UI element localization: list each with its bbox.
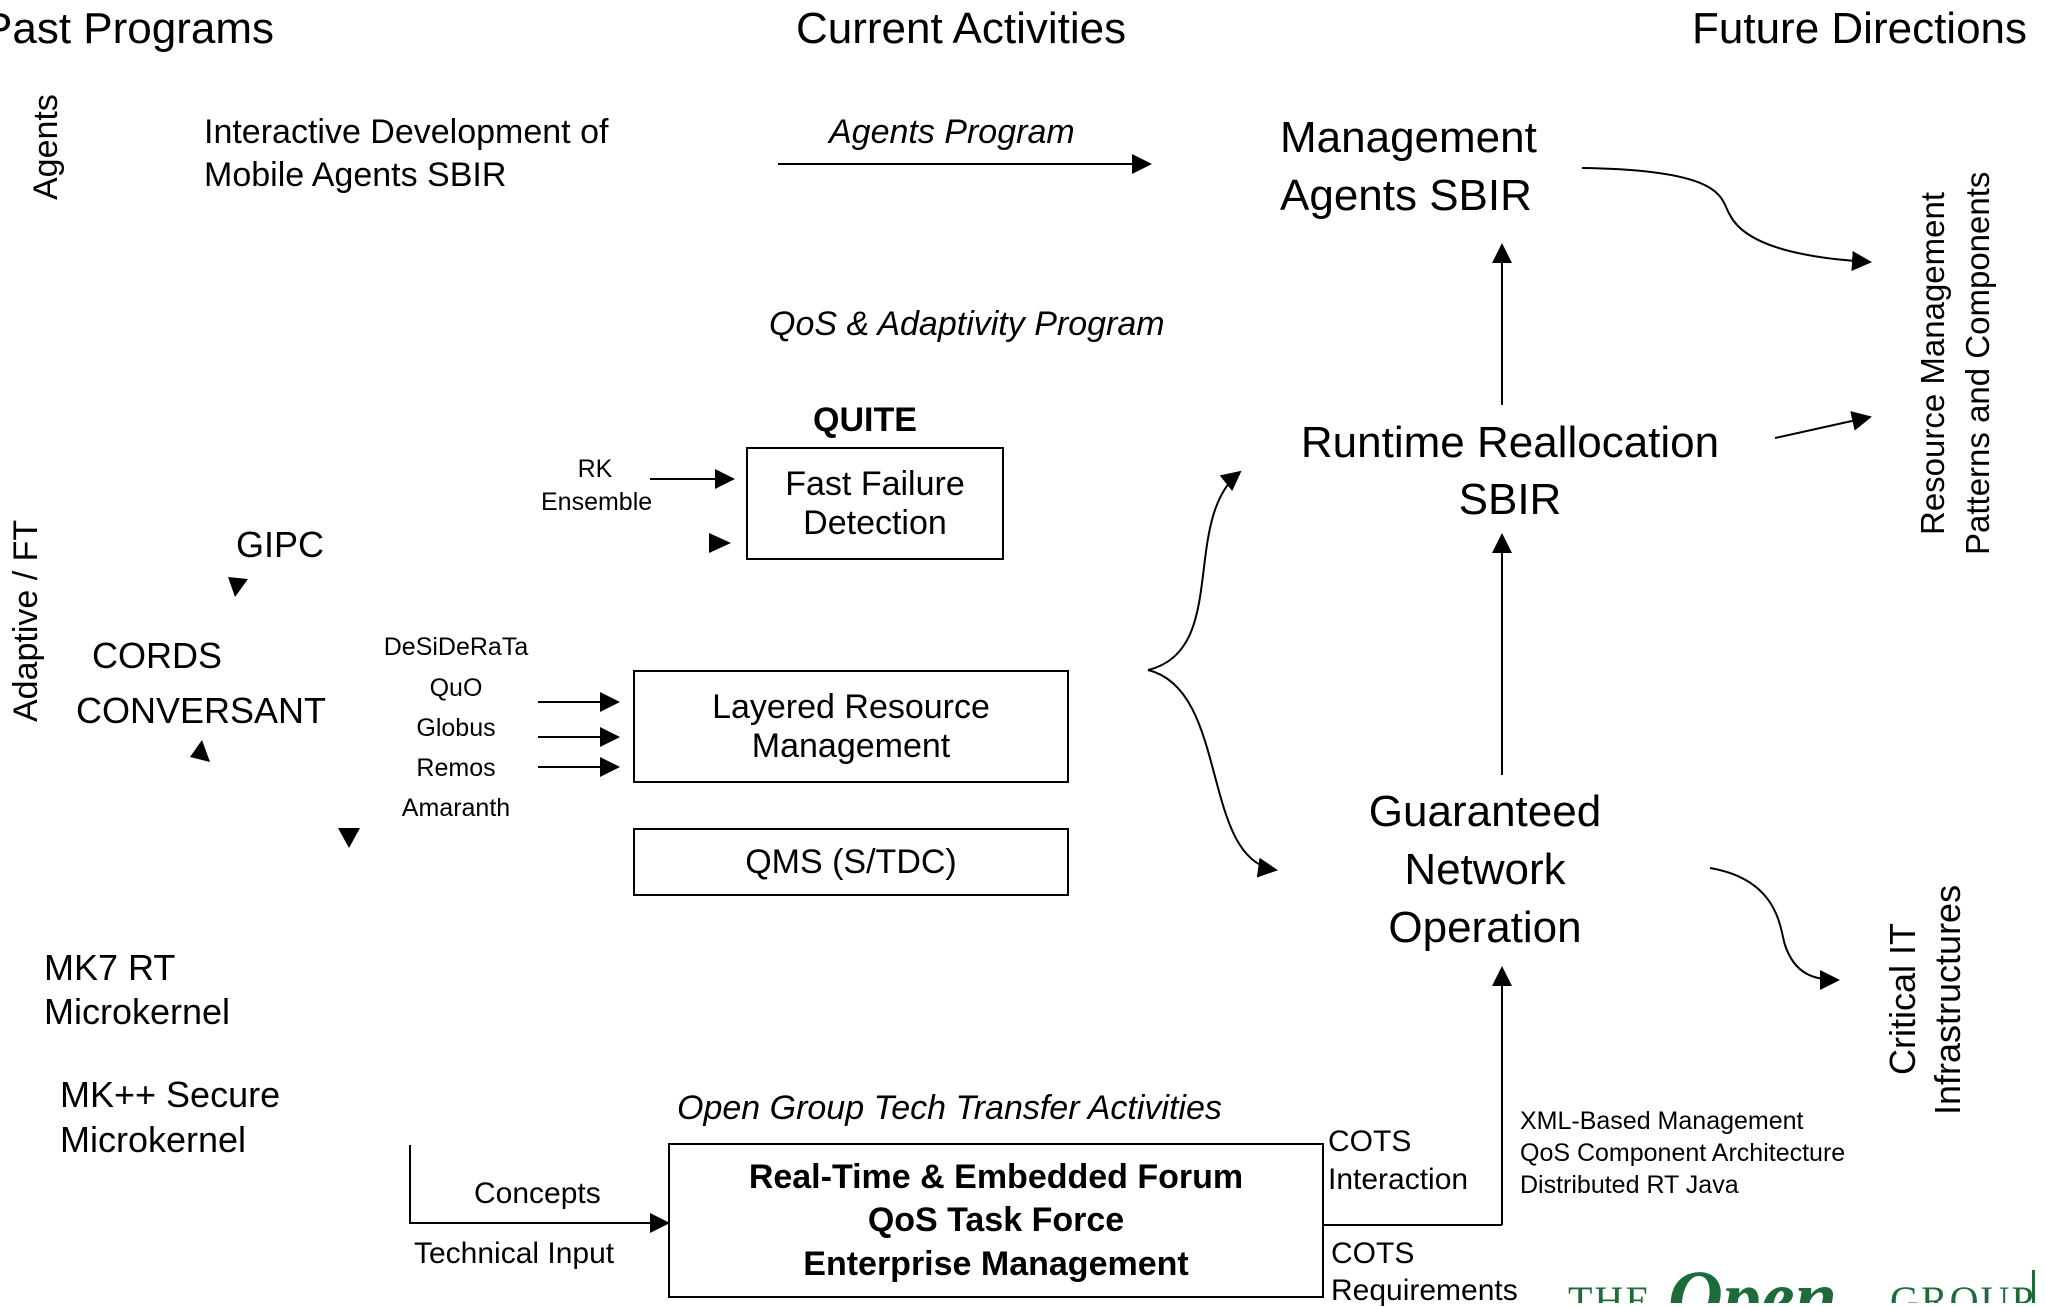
amaranth-arrowhead xyxy=(338,828,360,848)
xml-item-1: XML-Based Management xyxy=(1520,1107,1804,1135)
forum-line2: QoS Task Force xyxy=(867,1201,1125,1240)
guaranteed-line3: Operation xyxy=(1388,903,1582,952)
fast-failure-line2: Detection xyxy=(803,503,947,542)
qos-adaptivity-program-label: QoS & Adaptivity Program xyxy=(769,305,1165,343)
mkpp-line2: Microkernel xyxy=(60,1119,247,1160)
mgmt-agents-line1: Management xyxy=(1280,113,1537,162)
mk7-line2: Microkernel xyxy=(44,991,231,1032)
interactive-dev-line1: Interactive Development of xyxy=(204,113,609,151)
input-amaranth: Amaranth xyxy=(401,794,511,822)
mkpp-line1: MK++ Secure xyxy=(60,1074,281,1115)
conversant-arrowhead xyxy=(190,740,210,762)
runtime-line2: SBIR xyxy=(1458,475,1562,524)
fast-failure-small-arrow xyxy=(709,533,731,553)
mgmt-to-resource-curve xyxy=(1581,167,1872,271)
row-label-adaptive-ft: Adaptive / FT xyxy=(7,519,45,722)
logo-group: GROUP xyxy=(1890,1278,2036,1303)
input-remos: Remos xyxy=(416,754,496,782)
quite-label: QUITE xyxy=(813,401,917,439)
fast-failure-line1: Fast Failure xyxy=(785,465,965,504)
open-group-tech-transfer-label: Open Group Tech Transfer Activities xyxy=(677,1089,1222,1127)
layered-line2: Management xyxy=(751,726,951,765)
guaranteed-to-critical-curve xyxy=(1709,867,1840,990)
mk7-line1: MK7 RT xyxy=(44,947,176,988)
forum-line3: Enterprise Management xyxy=(803,1244,1189,1283)
forum-box: Real-Time & Embedded Forum QoS Task Forc… xyxy=(668,1143,1324,1298)
fast-failure-detection-box: Fast Failure Detection xyxy=(746,447,1004,560)
agents-program-label: Agents Program xyxy=(829,113,1075,151)
input-desiderata: DeSiDeRaTa xyxy=(383,633,529,661)
open-group-logo: THE Open GROUP xyxy=(1560,1255,2045,1303)
guaranteed-line2: Network xyxy=(1404,845,1566,894)
concepts-label: Concepts xyxy=(474,1177,601,1210)
curve-to-guaranteed xyxy=(1147,669,1278,878)
cots-requirements-line2: Requirements xyxy=(1331,1274,1518,1307)
resource-mgmt-line1: Resource Management xyxy=(1914,191,1951,535)
layered-line1: Layered Resource xyxy=(712,688,990,727)
concepts-bracket xyxy=(409,1145,670,1233)
guaranteed-line1: Guaranteed xyxy=(1368,787,1602,836)
critical-line1: Critical IT xyxy=(1882,923,1923,1075)
past-arrowheads xyxy=(190,533,731,848)
mgmt-agents-line2: Agents SBIR xyxy=(1280,171,1532,220)
input-globus: Globus xyxy=(416,714,496,742)
qms-box: QMS (S/TDC) xyxy=(633,828,1069,896)
logo-the: THE xyxy=(1568,1278,1652,1303)
technical-input-label: Technical Input xyxy=(414,1237,615,1270)
resource-mgmt-line2: Patterns and Components xyxy=(1959,171,1996,555)
cots-requirements-line1: COTS xyxy=(1331,1237,1415,1270)
logo-divider xyxy=(2032,1270,2035,1303)
conversant-label: CONVERSANT xyxy=(76,690,327,731)
xml-item-2: QoS Component Architecture xyxy=(1520,1139,1846,1167)
header-current-activities: Current Activities xyxy=(796,4,1127,53)
row-label-agents: Agents xyxy=(27,94,65,200)
critical-line2: Infrastructures xyxy=(1927,884,1968,1115)
layered-resource-management-box: Layered Resource Management xyxy=(633,670,1069,783)
rk-label: RK xyxy=(577,455,613,483)
gipc-arrowhead xyxy=(228,577,248,597)
qms-label: QMS (S/TDC) xyxy=(745,842,957,881)
header-future-directions: Future Directions xyxy=(1692,4,2028,53)
xml-item-3: Distributed RT Java xyxy=(1520,1171,1739,1199)
cords-label: CORDS xyxy=(92,635,223,676)
runtime-line1: Runtime Reallocation xyxy=(1300,418,1720,467)
input-quo: QuO xyxy=(429,674,483,702)
cots-interaction-line2: Interaction xyxy=(1328,1163,1469,1196)
ensemble-label: Ensemble xyxy=(541,488,653,516)
header-past-programs: Past Programs xyxy=(0,4,274,53)
curve-to-runtime xyxy=(1147,470,1242,671)
gipc-label: GIPC xyxy=(236,524,325,565)
interactive-dev-line2: Mobile Agents SBIR xyxy=(204,156,507,194)
logo-open: Open xyxy=(1668,1256,1837,1303)
cots-interaction-line1: COTS xyxy=(1328,1125,1412,1158)
forum-line1: Real-Time & Embedded Forum xyxy=(748,1158,1244,1197)
runtime-to-resource-arrow xyxy=(1774,411,1872,439)
